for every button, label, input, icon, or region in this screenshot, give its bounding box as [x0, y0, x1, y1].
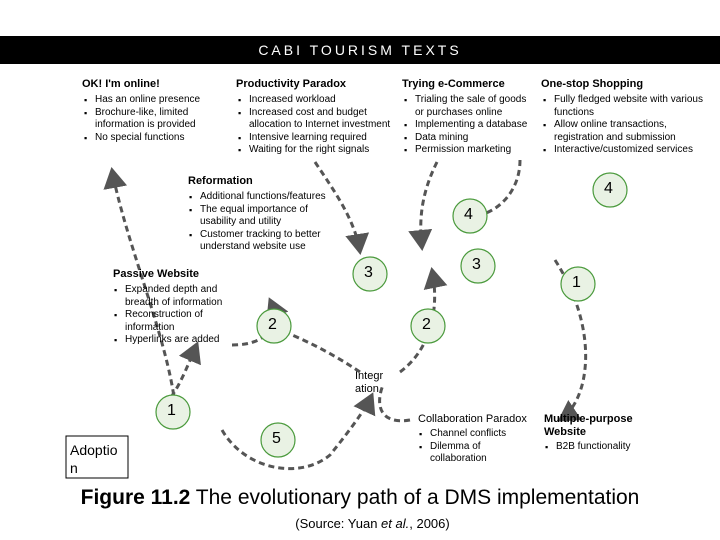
- list-item: Increased workload: [237, 94, 392, 107]
- ok-online-heading: OK! I'm online!: [82, 78, 160, 90]
- circle-4-right: [592, 172, 628, 208]
- list-item: Additional functions/features: [188, 191, 328, 204]
- passive-heading: Passive Website: [113, 268, 200, 280]
- step-number-4-right: 4: [604, 180, 613, 197]
- adoption-box: [65, 435, 129, 479]
- step-number-5: 5: [272, 430, 281, 447]
- step-number-3-mid: 3: [364, 264, 373, 281]
- circle-1-left: [155, 394, 191, 430]
- figure-caption: Figure 11.2 The evolutionary path of a D…: [0, 486, 720, 510]
- ecommerce-heading: Trying e-Commerce: [402, 78, 505, 90]
- arrow-oneStop-multi: [553, 259, 588, 422]
- collaboration-list: Channel conflicts Dilemma of collaborati…: [418, 428, 523, 466]
- one-stop-list: Fully fledged website with various funct…: [542, 94, 712, 157]
- integration-label: Integration: [355, 370, 384, 395]
- circle-2-right: [410, 308, 446, 344]
- source-etal: et al.: [381, 516, 410, 531]
- list-item: Intensive learning required: [237, 132, 392, 145]
- passive-list: Expanded depth and breadth of informatio…: [113, 284, 238, 347]
- ecommerce-list: Trialing the sale of goods or purchases …: [403, 94, 528, 157]
- step-number-4-mid: 4: [464, 206, 473, 223]
- arrow-ecommerce-oneStop: [408, 161, 439, 251]
- title-banner: [0, 36, 720, 64]
- arrow-collab-integration: [378, 384, 411, 423]
- multipurpose-heading: Multiple-purpose Website: [544, 413, 633, 438]
- multipurpose-list: B2B functionality: [544, 441, 684, 454]
- figure-caption-text: The evolutionary path of a DMS implement…: [190, 486, 640, 509]
- list-item: The equal importance of usability and ut…: [188, 204, 328, 229]
- arrow-ok-productivity: [103, 167, 177, 406]
- arrow-integration-left: [279, 328, 361, 374]
- one-stop-heading: One-stop Shopping: [541, 78, 644, 90]
- list-item: Increased cost and budget allocation to …: [237, 107, 392, 132]
- circle-4-mid: [452, 198, 488, 234]
- step-number-1-right: 1: [572, 274, 581, 291]
- circle-1-right: [560, 266, 596, 302]
- productivity-list: Increased workload Increased cost and bu…: [237, 94, 392, 157]
- ok-online-list: Has an online presence Brochure-like, li…: [83, 94, 213, 144]
- arrow-productivity-ecommerce: [313, 161, 370, 255]
- list-item: Hyperlinks are added: [113, 334, 238, 347]
- circle-5: [260, 422, 296, 458]
- step-number-2-left: 2: [268, 316, 277, 333]
- figure-label: Figure 11.2: [80, 486, 191, 509]
- list-item: Waiting for the right signals: [237, 144, 392, 157]
- list-item: Has an online presence: [83, 94, 213, 107]
- list-item: Brochure-like, limited information is pr…: [83, 107, 213, 132]
- circle-3-right: [460, 248, 496, 284]
- list-item: Fully fledged website with various funct…: [542, 94, 712, 119]
- source-prefix: (Source: Yuan: [295, 516, 382, 531]
- list-item: No special functions: [83, 132, 213, 145]
- reformation-heading: Reformation: [188, 175, 253, 187]
- arrow-loop-bottom: [220, 392, 376, 471]
- source-suffix: , 2006): [409, 516, 450, 531]
- step-number-3-right: 3: [472, 256, 481, 273]
- list-item: Channel conflicts: [418, 428, 523, 441]
- collaboration-heading: Collaboration Paradox: [418, 413, 527, 425]
- arrow-ecommerce-mid4: [479, 159, 522, 217]
- circle-3-mid: [352, 256, 388, 292]
- source-note: (Source: Yuan et al., 2006): [0, 516, 720, 531]
- list-item: Expanded depth and breadth of informatio…: [113, 284, 238, 309]
- step-number-2-right: 2: [422, 316, 431, 333]
- step-number-1-left: 1: [167, 402, 176, 419]
- productivity-heading: Productivity Paradox: [236, 78, 347, 90]
- adoption-label: Adoption: [70, 442, 118, 476]
- list-item: Data mining: [403, 132, 528, 145]
- list-item: Reconstruction of information: [113, 309, 238, 334]
- reformation-list: Additional functions/features The equal …: [188, 191, 328, 254]
- circle-2-left: [256, 308, 292, 344]
- list-item: B2B functionality: [544, 441, 684, 454]
- list-item: Permission marketing: [403, 144, 528, 157]
- list-item: Customer tracking to better understand w…: [188, 229, 328, 254]
- list-item: Trialing the sale of goods or purchases …: [403, 94, 528, 119]
- banner-title: CABI TOURISM TEXTS: [258, 42, 462, 58]
- list-item: Implementing a database: [403, 119, 528, 132]
- list-item: Allow online transactions, registration …: [542, 119, 712, 144]
- list-item: Dilemma of collaboration: [418, 441, 523, 466]
- list-item: Interactive/customized services: [542, 144, 712, 157]
